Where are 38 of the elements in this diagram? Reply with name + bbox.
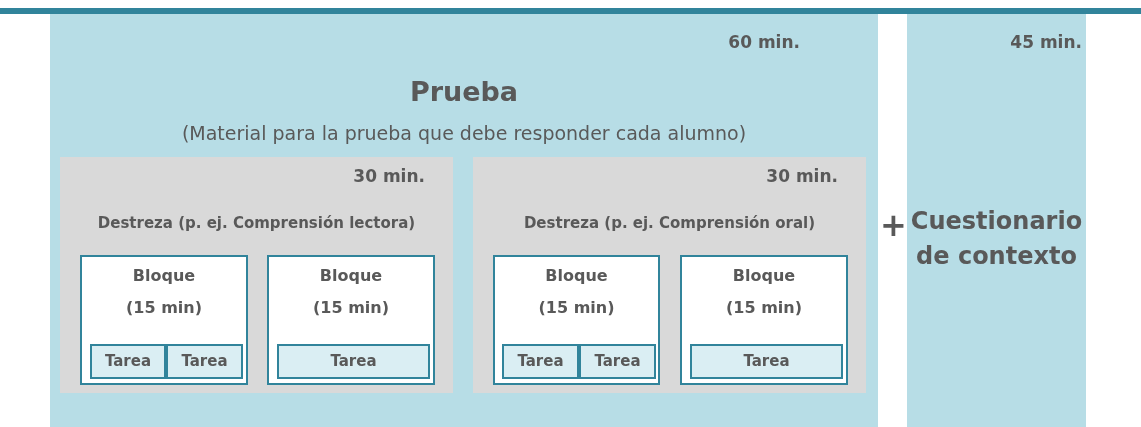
block-card [80,255,248,385]
duration-label: 60 min. [728,32,800,52]
skill-title: Destreza (p. ej. Comprensión lectora) [97,214,416,232]
block-title: Bloque [319,266,383,285]
block-duration: (15 min) [538,298,615,317]
task-box [579,344,656,379]
duration-label: 30 min. [766,166,838,186]
duration-label: 45 min. [1010,32,1082,52]
block-duration: (15 min) [726,298,802,317]
block-title: Bloque [545,266,608,285]
block-title: Bloque [732,266,796,285]
panel-subtitle: (Material para la prueba que debe responder cada alumno) [181,122,747,144]
task-label: Tarea [594,352,641,370]
block-card [267,255,435,385]
questionnaire-panel [907,14,1086,427]
task-label: Tarea [517,352,564,370]
panel-title: Prueba [409,76,519,107]
task-box [277,344,430,379]
task-label: Tarea [330,352,377,370]
task-label: Tarea [743,352,790,370]
skill-title: Destreza (p. ej. Comprensión oral) [523,214,816,232]
block-title: Bloque [132,266,196,285]
task-box [90,344,166,379]
skill-panel [60,157,453,393]
duration-label: 30 min. [353,166,425,186]
questionnaire-title: Cuestionario de contexto [909,206,1084,272]
task-box [502,344,579,379]
task-box [690,344,843,379]
task-label: Tarea [104,352,152,370]
block-card [680,255,848,385]
plus-sign: + [880,206,907,244]
block-duration: (15 min) [313,298,389,317]
test-panel [50,14,878,427]
skill-panel [473,157,866,393]
block-card [493,255,660,385]
block-duration: (15 min) [126,298,202,317]
task-label: Tarea [181,352,228,370]
task-box [166,344,243,379]
